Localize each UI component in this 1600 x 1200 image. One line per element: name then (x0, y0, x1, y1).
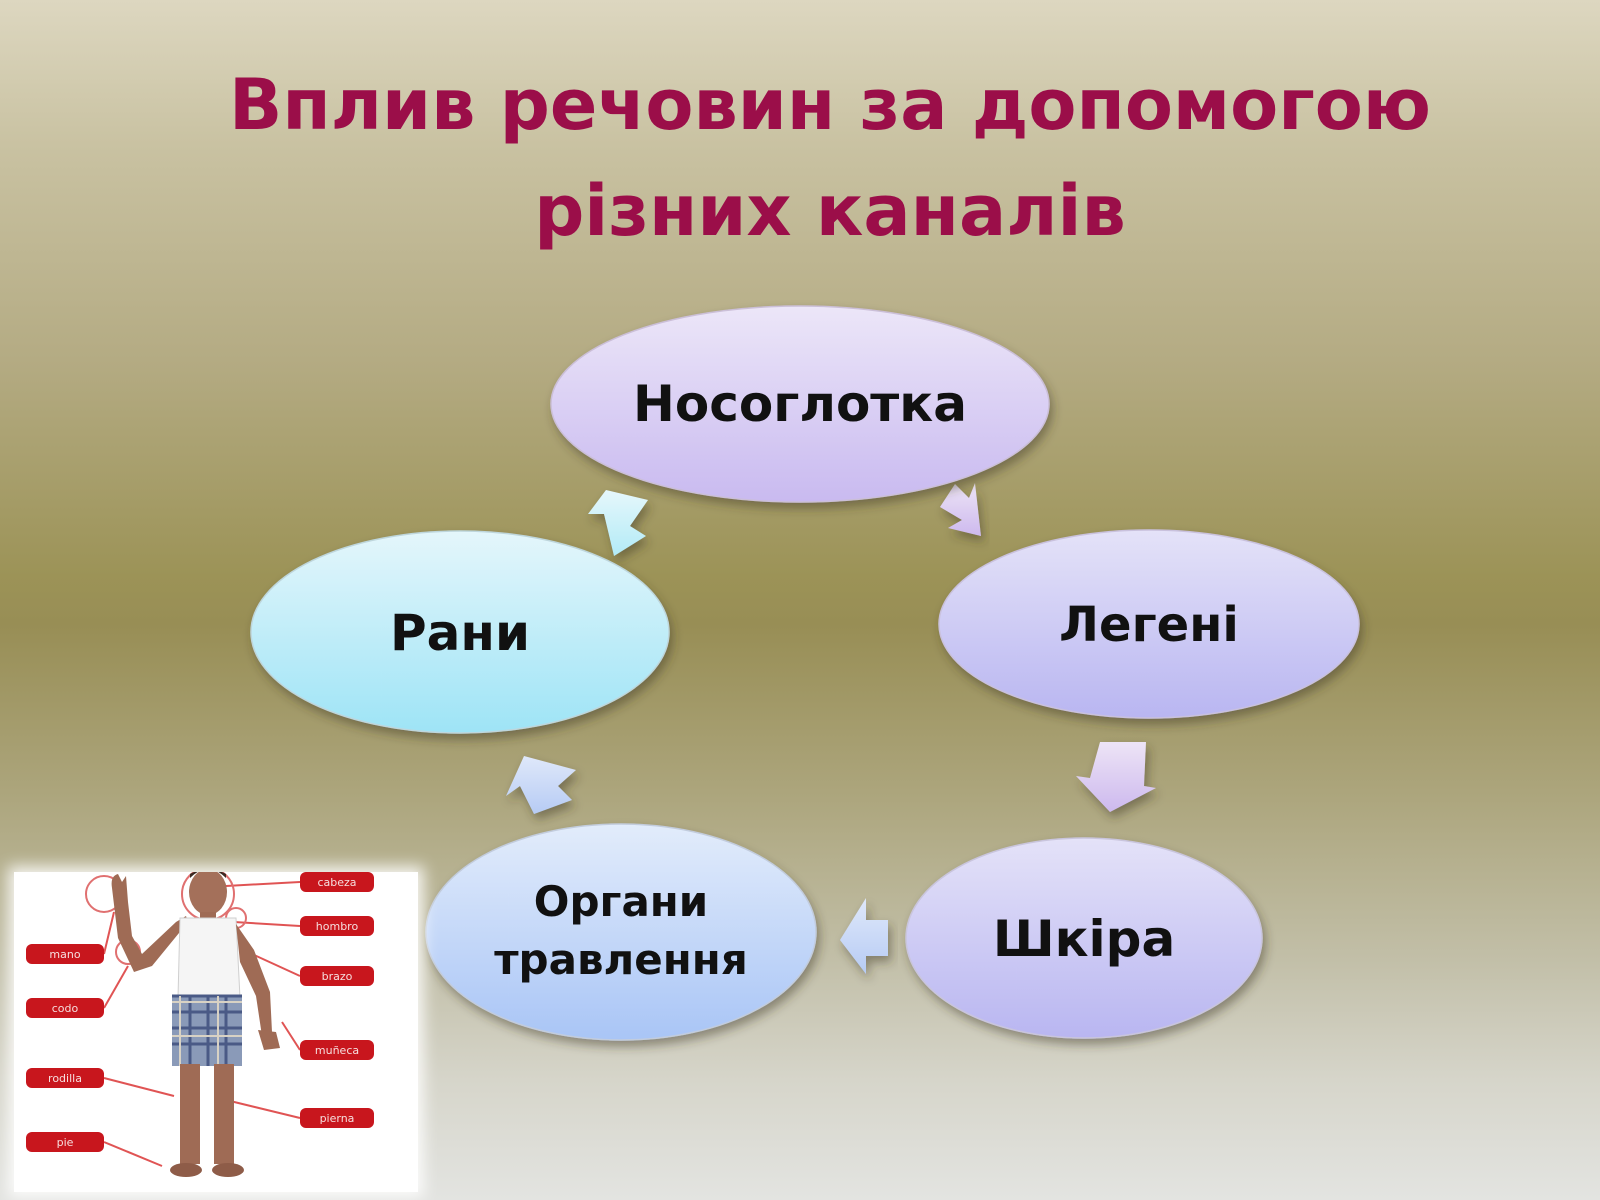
arrow-nasopharynx-to-lungs (940, 483, 981, 536)
node-lungs: Легені (938, 529, 1360, 719)
node-wounds: Рани (250, 530, 670, 734)
arrow-digestive-to-wounds (506, 756, 576, 814)
tag-shoulder: hombro (316, 920, 359, 933)
body-parts-illustration: cabeza hombro brazo mano codo muñeca rod… (14, 867, 418, 1192)
body-part-tags: cabeza hombro brazo mano codo muñeca rod… (26, 872, 374, 1152)
arrow-lungs-to-skin (1076, 742, 1156, 812)
node-digestive: Органи травлення (425, 823, 817, 1041)
arrow-wounds-to-nasopharynx (588, 490, 648, 556)
child-body (111, 869, 280, 1177)
title-line-1: Вплив речовин за допомогою (229, 64, 1431, 146)
tag-hand: mano (49, 948, 80, 961)
tag-wrist: muñeca (315, 1044, 359, 1057)
node-digestive-label-1: Органи (534, 877, 709, 926)
tag-elbow: codo (52, 1002, 79, 1015)
node-nasopharynx-label: Носоглотка (633, 375, 967, 433)
tag-arm: brazo (322, 970, 353, 983)
tag-foot: pie (57, 1136, 74, 1149)
arrow-skin-to-digestive (840, 898, 888, 974)
slide-title: Вплив речовин за допомогою різних каналі… (180, 52, 1480, 264)
tag-knee: rodilla (48, 1072, 82, 1085)
node-lungs-label: Легені (1059, 597, 1239, 653)
child-figure: cabeza hombro brazo mano codo muñeca rod… (26, 867, 374, 1177)
node-skin: Шкіра (905, 837, 1263, 1039)
node-wounds-label: Рани (390, 604, 530, 662)
title-line-2: різних каналів (534, 170, 1126, 252)
node-nasopharynx: Носоглотка (550, 305, 1050, 503)
node-skin-label: Шкіра (993, 910, 1175, 968)
tag-leg: pierna (320, 1112, 355, 1125)
tag-head: cabeza (317, 876, 356, 889)
node-digestive-label-2: травлення (494, 935, 748, 984)
